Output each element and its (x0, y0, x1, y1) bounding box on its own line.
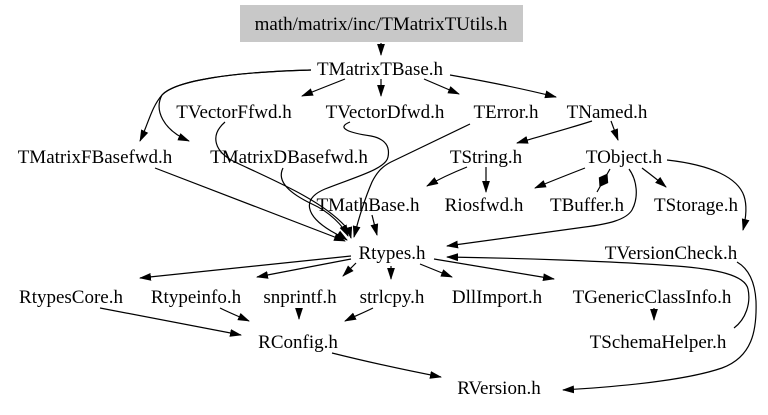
edge-tobject-tversioncheck (666, 159, 750, 231)
node-rconfig-h: RConfig.h (258, 332, 338, 353)
edge-tnamed-tobject (610, 120, 619, 141)
edge-rtypes-rtypeinfo (256, 258, 352, 279)
node-terror-h: TError.h (474, 102, 539, 123)
edge-strlcpy-rconfig (344, 307, 374, 322)
edge-rtypes-dllimport (419, 263, 453, 278)
edge-tmatrixdbasefwd-rtypes (280, 167, 349, 237)
edge-terror-rtypes (352, 123, 471, 238)
node-snprintf-h: snprintf.h (263, 287, 337, 308)
node-rtypeinfo-h: Rtypeinfo.h (151, 287, 242, 308)
edge-tvectordfwd-rtypes (308, 121, 390, 241)
node-rtypes-h: Rtypes.h (358, 243, 426, 264)
node-dllimport-h: DllImport.h (452, 287, 543, 308)
node-tvectordfwd-h: TVectorDfwd.h (326, 102, 445, 123)
edge-tmatrixtbase-terror (423, 78, 460, 95)
edge-tmatrixtbase-tmatrixdbasefwd (158, 69, 312, 142)
edge-tobject-tbuffer-diamond (598, 173, 609, 187)
edge-tmatrixtbase-tvectorffwd (301, 78, 346, 97)
node-tvectorffwd-h: TVectorFfwd.h (176, 102, 292, 123)
edge-rtypes-tgenericclassinfo (433, 258, 555, 282)
edge-tnamed-tstring (516, 120, 593, 144)
node-rversion-h: RVersion.h (457, 378, 541, 399)
graph-nodes: math/matrix/inc/TMatrixTUtils.h TMatrixT… (18, 5, 738, 399)
node-tmathbase-h: TMathBase.h (317, 195, 420, 216)
node-rtypescore-h: RtypesCore.h (19, 287, 123, 308)
graph-edges (99, 43, 757, 394)
edge-rtypes-rtypescore (139, 255, 352, 281)
node-tmatrixtbase-h: TMatrixTBase.h (317, 59, 444, 80)
node-tstorage-h: TStorage.h (654, 195, 738, 216)
node-tbuffer-h: TBuffer.h (550, 195, 625, 216)
node-strlcpy-h: strlcpy.h (360, 287, 425, 308)
edge-rconfig-rversion (331, 352, 442, 379)
edge-rtypeinfo-rconfig (219, 307, 250, 322)
node-tmatrixtutils-h: math/matrix/inc/TMatrixTUtils.h (255, 14, 508, 35)
node-riosfwd-h: Riosfwd.h (445, 195, 524, 216)
edge-rtypescore-rconfig (99, 307, 242, 337)
node-tnamed-h: TNamed.h (567, 102, 648, 123)
edge-tversioncheck-rversion (562, 261, 757, 394)
root-node-box (240, 5, 523, 42)
edge-tmatrixfbasefwd-rtypes (154, 167, 346, 242)
edge-tmatrixtbase-tnamed (449, 74, 557, 99)
edge-tobject-tstorage (641, 167, 667, 188)
node-tmatrixfbasefwd-h: TMatrixFBasefwd.h (18, 147, 173, 168)
node-tschemahelper-h: TSchemaHelper.h (590, 332, 727, 353)
node-tgenericclassinfo-h: TGenericClassInfo.h (573, 287, 732, 308)
edge-tschemahelper-rtypes (446, 253, 750, 329)
edge-tobject-rtypes (446, 168, 637, 249)
edge-tmathbase-rtypes (370, 214, 379, 236)
edge-tstring-tmathbase (426, 166, 468, 187)
edge-tobject-riosfwd (534, 167, 586, 189)
node-tobject-h: TObject.h (586, 147, 663, 168)
node-tmatrixdbasefwd-h: TMatrixDBasefwd.h (210, 147, 368, 168)
node-tversioncheck-h: TVersionCheck.h (605, 243, 738, 264)
edge-rtypes-snprintf (342, 262, 357, 277)
node-tstring-h: TString.h (450, 147, 523, 168)
edge-tvectorffwd-rtypes (215, 121, 353, 239)
